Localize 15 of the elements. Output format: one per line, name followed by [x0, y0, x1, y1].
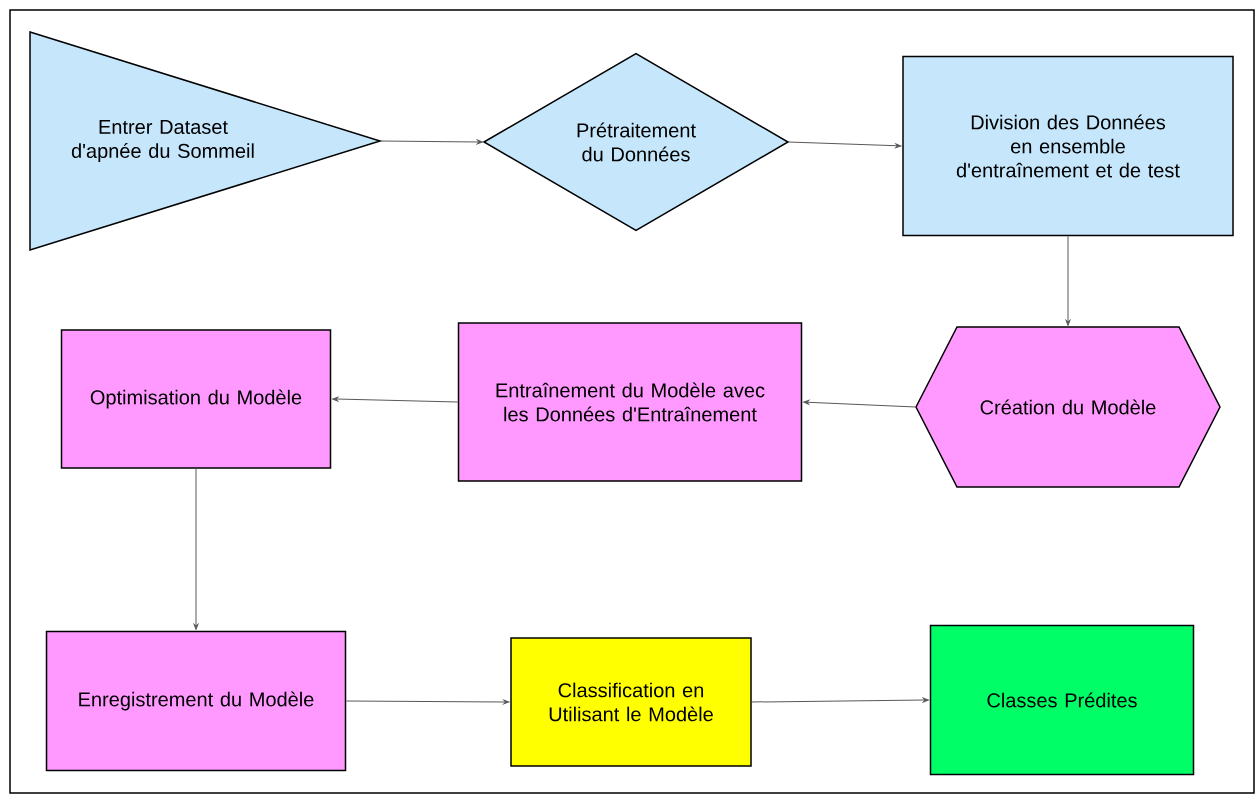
arrow [787, 141, 902, 149]
process-hexagon: Création du Modèle [915, 326, 1221, 488]
process-box: Enregistrement du Modèle [45, 630, 347, 772]
process-box: Division des Données en ensemble d'entraînement et de test [902, 55, 1234, 237]
process-box: Classification en Utilisant le Modèle [510, 637, 752, 767]
arrow [751, 697, 929, 703]
arrow [345, 699, 510, 705]
arrow [193, 468, 199, 630]
arrow [379, 139, 483, 145]
process-box: Optimisation du Modèle [60, 329, 332, 469]
process-box: Entraînement du Modèle avec les Données d'Entraînement [457, 322, 803, 482]
arrow [803, 399, 917, 408]
process-box: Classes Prédites [929, 624, 1195, 776]
arrow [1065, 235, 1071, 326]
arrow [332, 396, 459, 403]
